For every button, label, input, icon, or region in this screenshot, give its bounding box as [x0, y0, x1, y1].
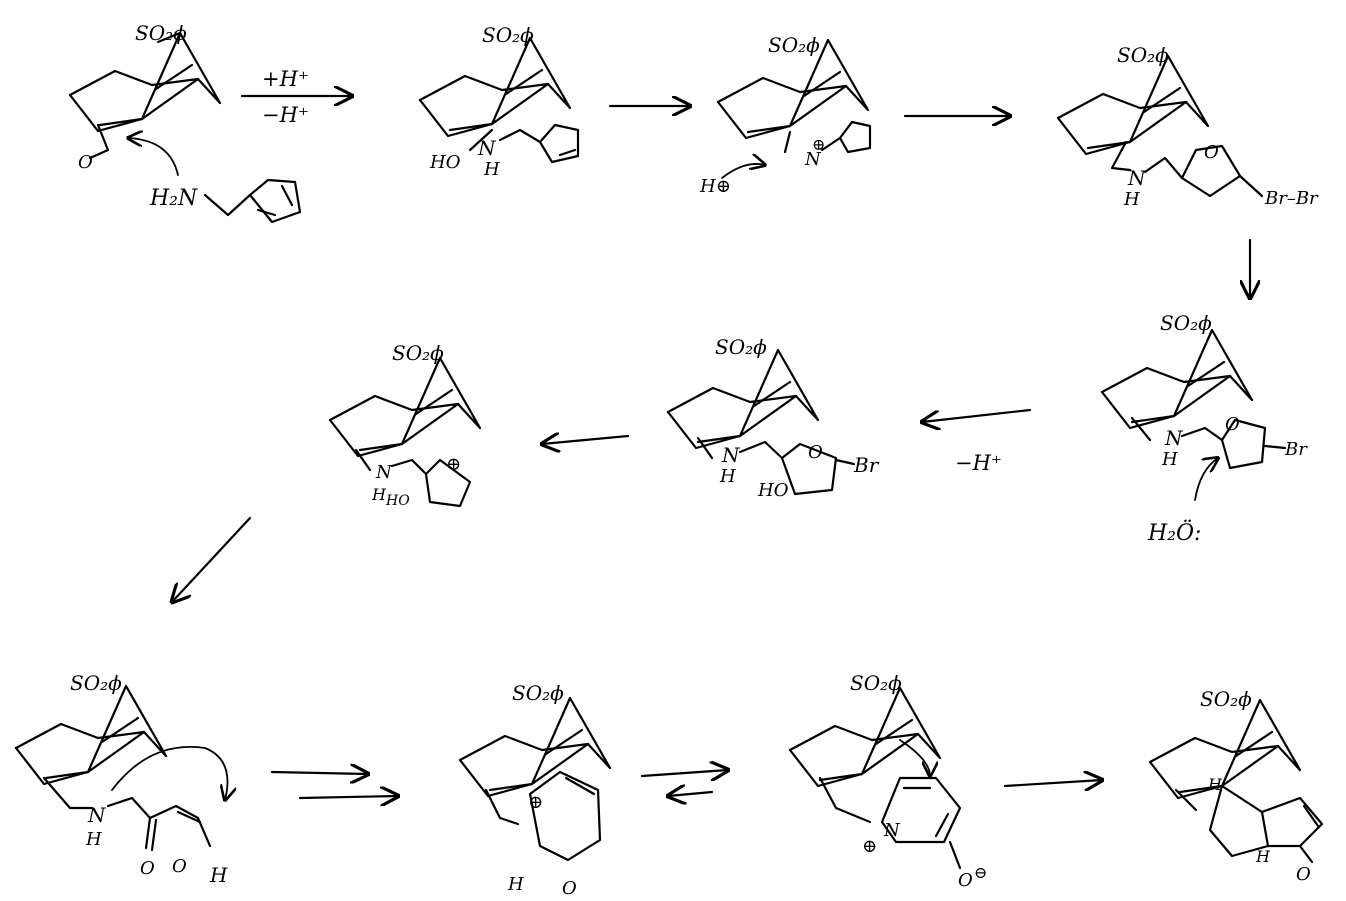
- plus-h-label: +H⁺: [262, 67, 309, 91]
- nh-hydrogen: H: [1161, 449, 1178, 470]
- positive-charge: ⊕: [862, 836, 877, 857]
- ring-oxygen: O: [808, 442, 823, 463]
- positive-charge: ⊕: [446, 454, 461, 475]
- structure-10-azadiene: SO₂ϕ N ⊕ O ⊖: [788, 671, 987, 891]
- ring-oxygen: O: [562, 878, 577, 899]
- arrow-step-10: [1003, 780, 1102, 786]
- structure-9-cyclic-iminium: SO₂ϕ ⊕ H O: [458, 681, 612, 899]
- bromine-label: Br: [853, 453, 880, 477]
- nh-hydrogen: H: [483, 159, 500, 180]
- curved-arrow-water: [1194, 458, 1218, 501]
- sulfonyl-label: SO₂ϕ: [1117, 43, 1169, 67]
- bromine-label: Br–Br: [1264, 188, 1319, 209]
- nitrogen-label: N: [1164, 426, 1184, 450]
- sulfonyl-label: SO₂ϕ: [482, 23, 534, 47]
- arrow-step-5: −H⁺: [922, 408, 1032, 475]
- sulfonyl-label: SO₂ϕ: [768, 33, 820, 57]
- structure-5-water-attack: SO₂ϕ N H O Br H₂Ö:: [1100, 311, 1308, 546]
- minus-h-label: −H⁺: [955, 451, 1002, 475]
- arrow-step-6: [542, 436, 630, 444]
- structure-11-product: SO₂ϕ O H H: [1148, 687, 1324, 885]
- bridgehead-hydrogen-top: H: [1207, 775, 1223, 794]
- arrow-step-8: [270, 772, 398, 798]
- hydroxyl-label: HO: [757, 480, 789, 501]
- nh-hydrogen: H: [85, 829, 102, 850]
- sulfonyl-label: SO₂ϕ: [392, 341, 444, 365]
- sulfonyl-label: SO₂ϕ: [715, 335, 767, 359]
- arrow-step-9: [640, 770, 728, 796]
- negative-charge: ⊖: [974, 863, 987, 882]
- ring-hydrogen: H: [507, 874, 524, 895]
- structure-7-oxocarbenium: SO₂ϕ N H ⊕ HO: [328, 341, 482, 509]
- sulfonyl-label: SO₂ϕ: [70, 671, 122, 695]
- proton-label: H⊕: [699, 176, 731, 197]
- structure-3-iminium-formation: SO₂ϕ N ⊕ H⊕: [699, 33, 872, 197]
- arrow-step-1: +H⁺ −H⁺: [240, 67, 352, 127]
- sulfonyl-label: SO₂ϕ: [512, 681, 564, 705]
- arrow-step-7: [172, 516, 252, 602]
- positive-charge: ⊕: [528, 792, 543, 813]
- nh-hydrogen: H: [719, 466, 736, 487]
- carbonyl-oxygen: O: [78, 152, 93, 173]
- hydroxyl-label: HO: [429, 152, 461, 173]
- structure-6-hemiacetal: SO₂ϕ N H O HO Br: [666, 335, 880, 501]
- nitrogen-label: N: [477, 136, 497, 160]
- oxocarbenium-oxygen: O: [1225, 414, 1240, 435]
- bromine-label: Br: [1284, 439, 1308, 460]
- minus-h-label: −H⁺: [262, 103, 309, 127]
- enolate-oxygen: O: [958, 870, 973, 891]
- bridgehead-hydrogen-bottom: H: [1255, 847, 1271, 866]
- sulfonyl-label: SO₂ϕ: [1160, 311, 1212, 335]
- ketone-oxygen: O: [140, 858, 155, 879]
- nh-hydrogen: H: [371, 485, 387, 504]
- furan-oxygen: O: [1204, 142, 1219, 163]
- structure-4-bromination: SO₂ϕ N H O Br–Br: [1056, 43, 1319, 210]
- curved-arrow-cyclization: [111, 746, 228, 800]
- nitrogen-label: N: [883, 820, 901, 841]
- nitrogen-label: N: [375, 462, 393, 483]
- curved-arrow-cycloaddition: [899, 739, 930, 776]
- structure-2-hemiaminal: SO₂ϕ HO N H: [418, 23, 580, 180]
- aldehyde-oxygen: O: [172, 856, 187, 877]
- water-label: H₂Ö:: [1147, 519, 1201, 546]
- nitrogen-label: N: [804, 149, 822, 170]
- structure-8-ketoaldehyde: SO₂ϕ N H O O H: [14, 671, 228, 887]
- sulfonyl-label: SO₂ϕ: [1200, 687, 1252, 711]
- structure-1-ketone: SO₂ϕ O H₂N: [68, 21, 302, 224]
- sulfonyl-label: SO₂ϕ: [850, 671, 902, 695]
- amine-label: H₂N: [149, 186, 198, 211]
- nh-hydrogen: H: [1123, 189, 1140, 210]
- hydroxyl-label: HO: [385, 493, 410, 509]
- positive-charge: ⊕: [812, 135, 825, 154]
- curved-arrow-protonation: [721, 164, 765, 179]
- nitrogen-label: N: [721, 443, 741, 467]
- aldehyde-hydrogen: H: [209, 863, 228, 887]
- curved-arrow-attack: [128, 138, 179, 176]
- product-ketone-oxygen: O: [1296, 864, 1311, 885]
- nitrogen-label: N: [87, 803, 107, 827]
- nitrogen-label: N: [1127, 166, 1147, 190]
